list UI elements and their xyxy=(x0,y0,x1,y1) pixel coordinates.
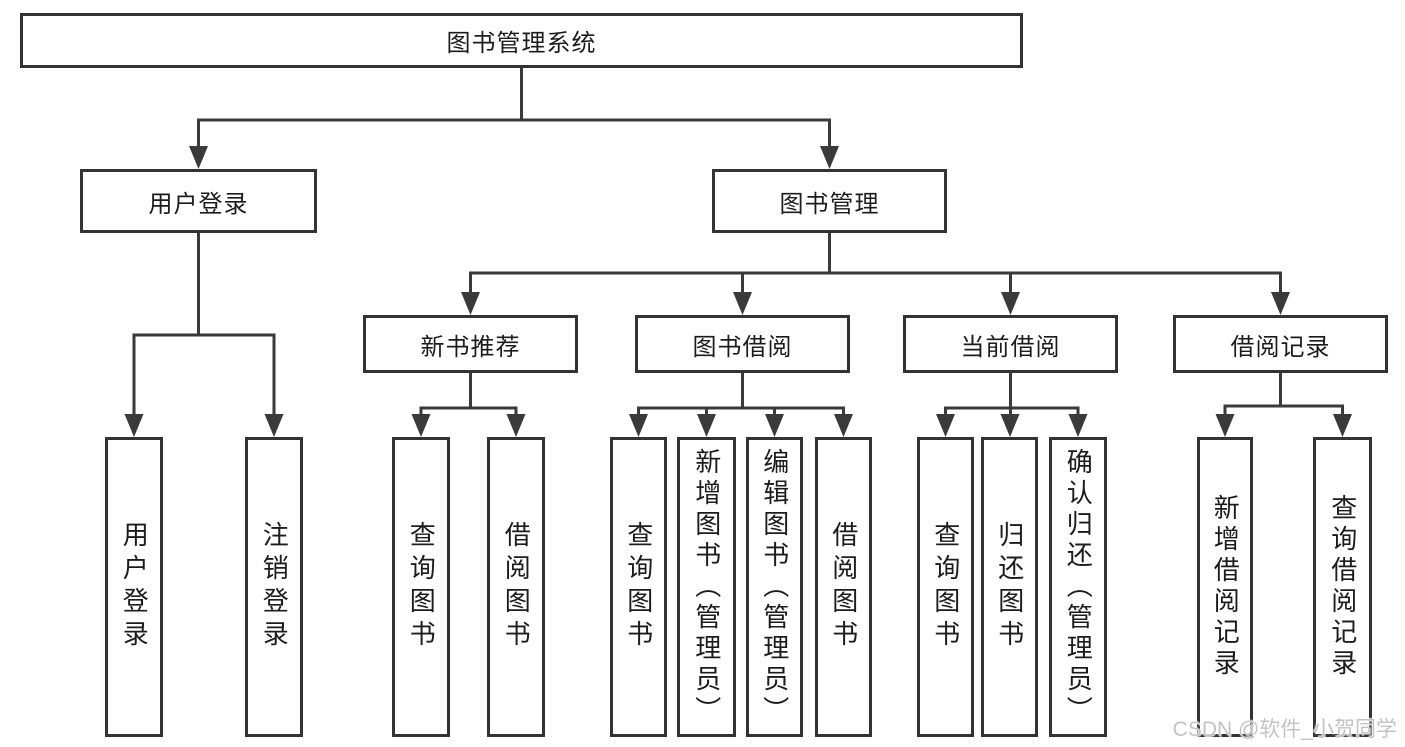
leaf-add-books-admin: 新增图书（管理员） xyxy=(677,437,736,737)
leaf-label: 新增借阅记录 xyxy=(1210,494,1241,680)
node-label: 借阅记录 xyxy=(1230,333,1331,361)
leaf-edit-books-admin: 编辑图书（管理员） xyxy=(746,437,803,737)
node-label: 新书推荐 xyxy=(420,333,521,361)
leaf-label: 借阅图书 xyxy=(501,521,532,653)
node-book-borrowing: 图书借阅 xyxy=(635,315,850,373)
node-user-login: 用户登录 xyxy=(80,169,317,233)
leaf-return-books: 归还图书 xyxy=(981,437,1038,737)
leaf-query-books-recommend: 查询图书 xyxy=(392,437,450,737)
node-label: 图书管理 xyxy=(779,190,880,218)
leaf-label: 新增图书（管理员） xyxy=(691,447,722,727)
leaf-label: 借阅图书 xyxy=(828,521,859,653)
leaf-label: 确认归还（管理员） xyxy=(1063,447,1094,727)
node-label: 用户登录 xyxy=(148,190,249,218)
leaf-label: 用户登录 xyxy=(119,521,150,653)
node-new-book-recommendation: 新书推荐 xyxy=(363,315,578,373)
leaf-label: 归还图书 xyxy=(994,521,1025,653)
node-label: 图书借阅 xyxy=(692,333,793,361)
leaf-logout: 注销登录 xyxy=(245,437,303,737)
leaf-label: 注销登录 xyxy=(259,521,290,653)
leaf-confirm-return-admin: 确认归还（管理员） xyxy=(1049,437,1107,737)
node-book-management: 图书管理 xyxy=(712,169,947,233)
leaf-add-borrow-record: 新增借阅记录 xyxy=(1197,437,1253,737)
leaf-label: 查询图书 xyxy=(623,521,654,653)
leaf-query-books-borrowing: 查询图书 xyxy=(610,437,667,737)
watermark-csdn: CSDN @软件_小贺同学 xyxy=(1172,718,1397,741)
node-borrowing-records: 借阅记录 xyxy=(1173,315,1388,373)
node-label: 图书管理系统 xyxy=(446,30,597,57)
leaf-label: 查询图书 xyxy=(406,521,437,653)
leaf-label: 查询借阅记录 xyxy=(1327,494,1358,680)
connector-stems xyxy=(132,68,1344,420)
leaf-borrow-books-borrowing: 借阅图书 xyxy=(815,437,872,737)
leaf-borrow-books-recommend: 借阅图书 xyxy=(487,437,545,737)
leaf-query-books-current: 查询图书 xyxy=(917,437,974,737)
leaf-user-login: 用户登录 xyxy=(105,437,163,737)
node-label: 当前借阅 xyxy=(960,333,1061,361)
node-current-borrowing: 当前借阅 xyxy=(903,315,1118,373)
leaf-label: 查询图书 xyxy=(930,521,961,653)
leaf-query-borrow-record: 查询借阅记录 xyxy=(1313,437,1372,737)
node-library-management-system: 图书管理系统 xyxy=(20,13,1023,68)
leaf-label: 编辑图书（管理员） xyxy=(759,447,790,727)
